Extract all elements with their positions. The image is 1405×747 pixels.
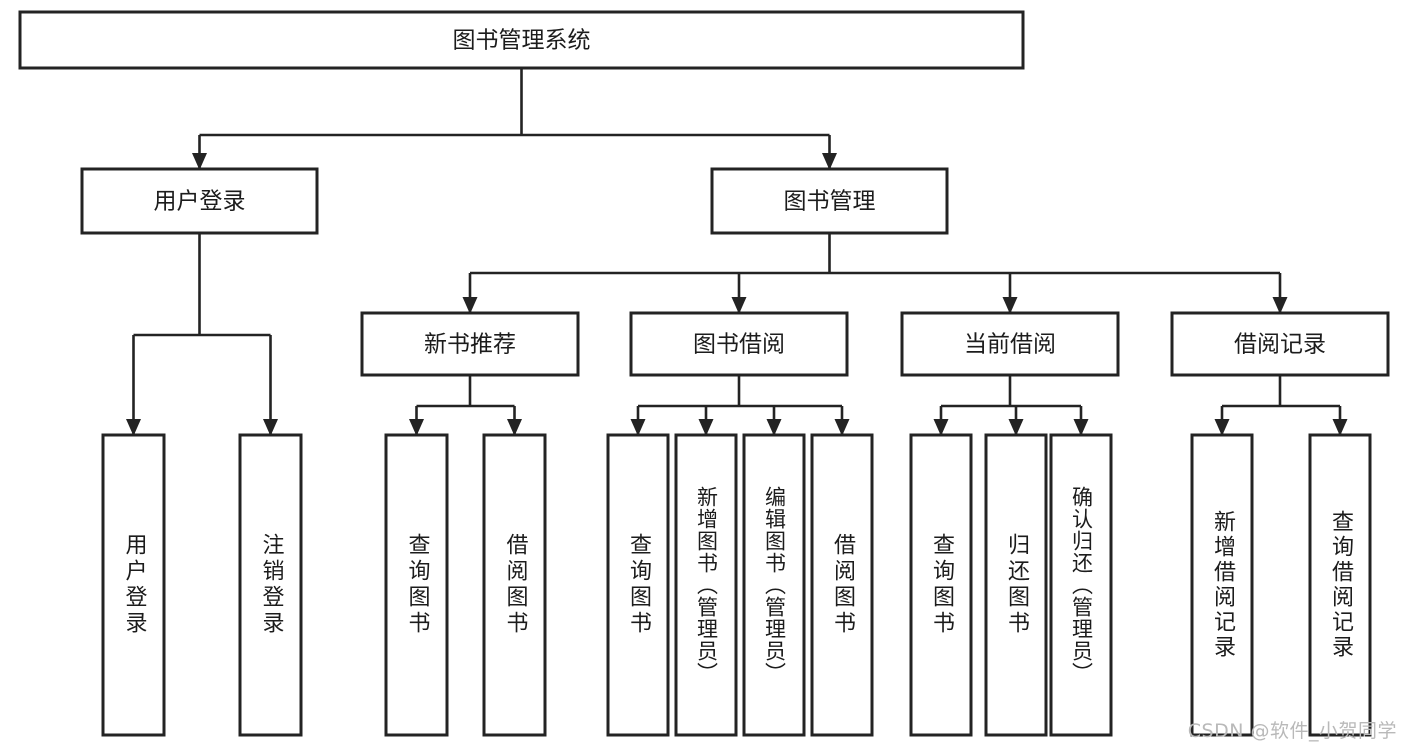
node-label: 借阅记录	[1234, 332, 1326, 358]
arrow-head	[1008, 419, 1024, 436]
arrow-head	[766, 419, 782, 436]
node-leaf-cur-return-book[interactable]	[984, 433, 1048, 737]
node-leaf-borrow-edit-book[interactable]	[742, 433, 806, 737]
node-box	[360, 311, 580, 377]
arrow-head	[822, 153, 837, 170]
node-label: 图书管理	[784, 189, 876, 215]
node-user-login[interactable]: 用户登录	[80, 167, 319, 235]
node-box	[238, 433, 303, 737]
node-box	[984, 433, 1048, 737]
node-label: 用户登录	[154, 189, 246, 215]
node-box	[606, 433, 670, 737]
node-box	[384, 433, 449, 737]
arrow-head	[1272, 297, 1288, 314]
arrow-head	[1002, 297, 1018, 314]
node-box	[80, 167, 319, 235]
arrow-head	[698, 419, 714, 436]
edge-group-current-borrow	[933, 375, 1089, 436]
node-box	[909, 433, 973, 737]
node-book-manage[interactable]: 图书管理	[710, 167, 949, 235]
node-box	[18, 10, 1025, 70]
node-leaf-cur-query-book[interactable]	[909, 433, 973, 737]
arrow-head	[462, 297, 478, 314]
node-label: 图书借阅	[693, 332, 785, 358]
node-root[interactable]: 图书管理系统	[18, 10, 1025, 70]
node-box	[810, 433, 874, 737]
arrow-head	[507, 419, 522, 436]
node-leaf-user-logout[interactable]	[238, 433, 303, 737]
node-box	[1190, 433, 1254, 737]
edge-group-book-borrow	[630, 375, 850, 436]
node-box	[482, 433, 547, 737]
node-leaf-rec-query-record[interactable]	[1308, 433, 1372, 737]
node-leaf-rec-add-record[interactable]	[1190, 433, 1254, 737]
node-leaf-borrow-borrow-book[interactable]	[810, 433, 874, 737]
edge-group-root	[192, 68, 837, 170]
arrow-head	[1073, 419, 1089, 436]
node-box	[629, 311, 849, 377]
watermark-text: CSDN @软件_小贺同学	[1187, 720, 1397, 742]
arrow-head	[409, 419, 424, 436]
node-book-borrow[interactable]: 图书借阅	[629, 311, 849, 377]
node-box	[710, 167, 949, 235]
node-box	[1308, 433, 1372, 737]
node-leaf-rec-borrow-book[interactable]	[482, 433, 547, 737]
arrow-head	[630, 419, 646, 436]
arrow-head	[126, 419, 141, 436]
node-borrow-record[interactable]: 借阅记录	[1170, 311, 1390, 377]
node-leaf-cur-confirm-return[interactable]	[1049, 433, 1113, 737]
node-leaf-rec-query-book[interactable]	[384, 433, 449, 737]
node-box	[742, 433, 806, 737]
arrow-head	[263, 419, 278, 436]
node-box	[1049, 433, 1113, 737]
node-box	[101, 433, 166, 737]
node-current-borrow[interactable]: 当前借阅	[900, 311, 1120, 377]
edges-layer	[126, 68, 1348, 436]
node-box	[1170, 311, 1390, 377]
arrow-head	[192, 153, 207, 170]
node-label: 图书管理系统	[453, 28, 591, 54]
edge-group-borrow-record	[1214, 375, 1348, 436]
node-leaf-user-login[interactable]	[101, 433, 166, 737]
node-leaf-borrow-add-book[interactable]	[674, 433, 738, 737]
node-box	[674, 433, 738, 737]
arrow-head	[834, 419, 850, 436]
node-box	[900, 311, 1120, 377]
node-new-book-rec[interactable]: 新书推荐	[360, 311, 580, 377]
arrow-head	[731, 297, 747, 314]
edge-group-user-login	[126, 233, 278, 436]
arrow-head	[933, 419, 949, 436]
node-leaf-borrow-query-book[interactable]	[606, 433, 670, 737]
node-label: 新书推荐	[424, 332, 516, 358]
edge-group-new-book-rec	[409, 375, 522, 436]
node-label: 当前借阅	[964, 332, 1056, 358]
arrow-head	[1214, 419, 1230, 436]
arrow-head	[1332, 419, 1348, 436]
edge-group-book-manage	[462, 233, 1288, 314]
